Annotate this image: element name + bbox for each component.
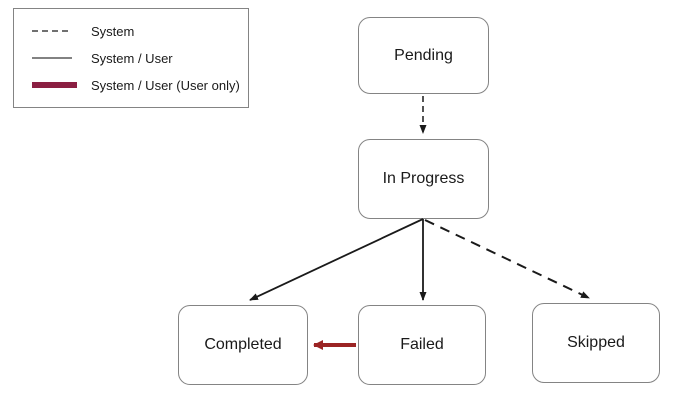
edge-in-progress-to-skipped bbox=[424, 219, 590, 299]
node-label: In Progress bbox=[382, 170, 465, 187]
legend-item-label: System bbox=[91, 23, 135, 39]
node-label: Failed bbox=[400, 336, 444, 353]
node-failed: Failed bbox=[358, 305, 486, 385]
node-label: Completed bbox=[204, 336, 282, 353]
node-label: Pending bbox=[394, 46, 453, 64]
legend-item-label: System / User (User only) bbox=[91, 77, 240, 93]
legend-item-user-only: System / User (User only) bbox=[31, 77, 248, 93]
thick-line bbox=[32, 82, 77, 88]
node-in-progress: In Progress bbox=[358, 139, 489, 219]
dashed-line-swatch-icon bbox=[32, 30, 72, 32]
node-label: Skipped bbox=[567, 334, 625, 351]
thick-line-swatch-icon bbox=[32, 82, 77, 88]
solid-line-swatch-icon bbox=[32, 57, 72, 59]
node-skipped: Skipped bbox=[532, 303, 660, 383]
legend-item-system: System bbox=[31, 23, 248, 39]
edge-in-progress-to-completed bbox=[249, 218, 424, 301]
legend: System System / User System / User (User… bbox=[13, 8, 249, 108]
legend-item-label: System / User bbox=[91, 50, 173, 66]
node-completed: Completed bbox=[178, 305, 308, 385]
node-pending: Pending bbox=[358, 17, 489, 94]
legend-item-system-user: System / User bbox=[31, 50, 248, 66]
